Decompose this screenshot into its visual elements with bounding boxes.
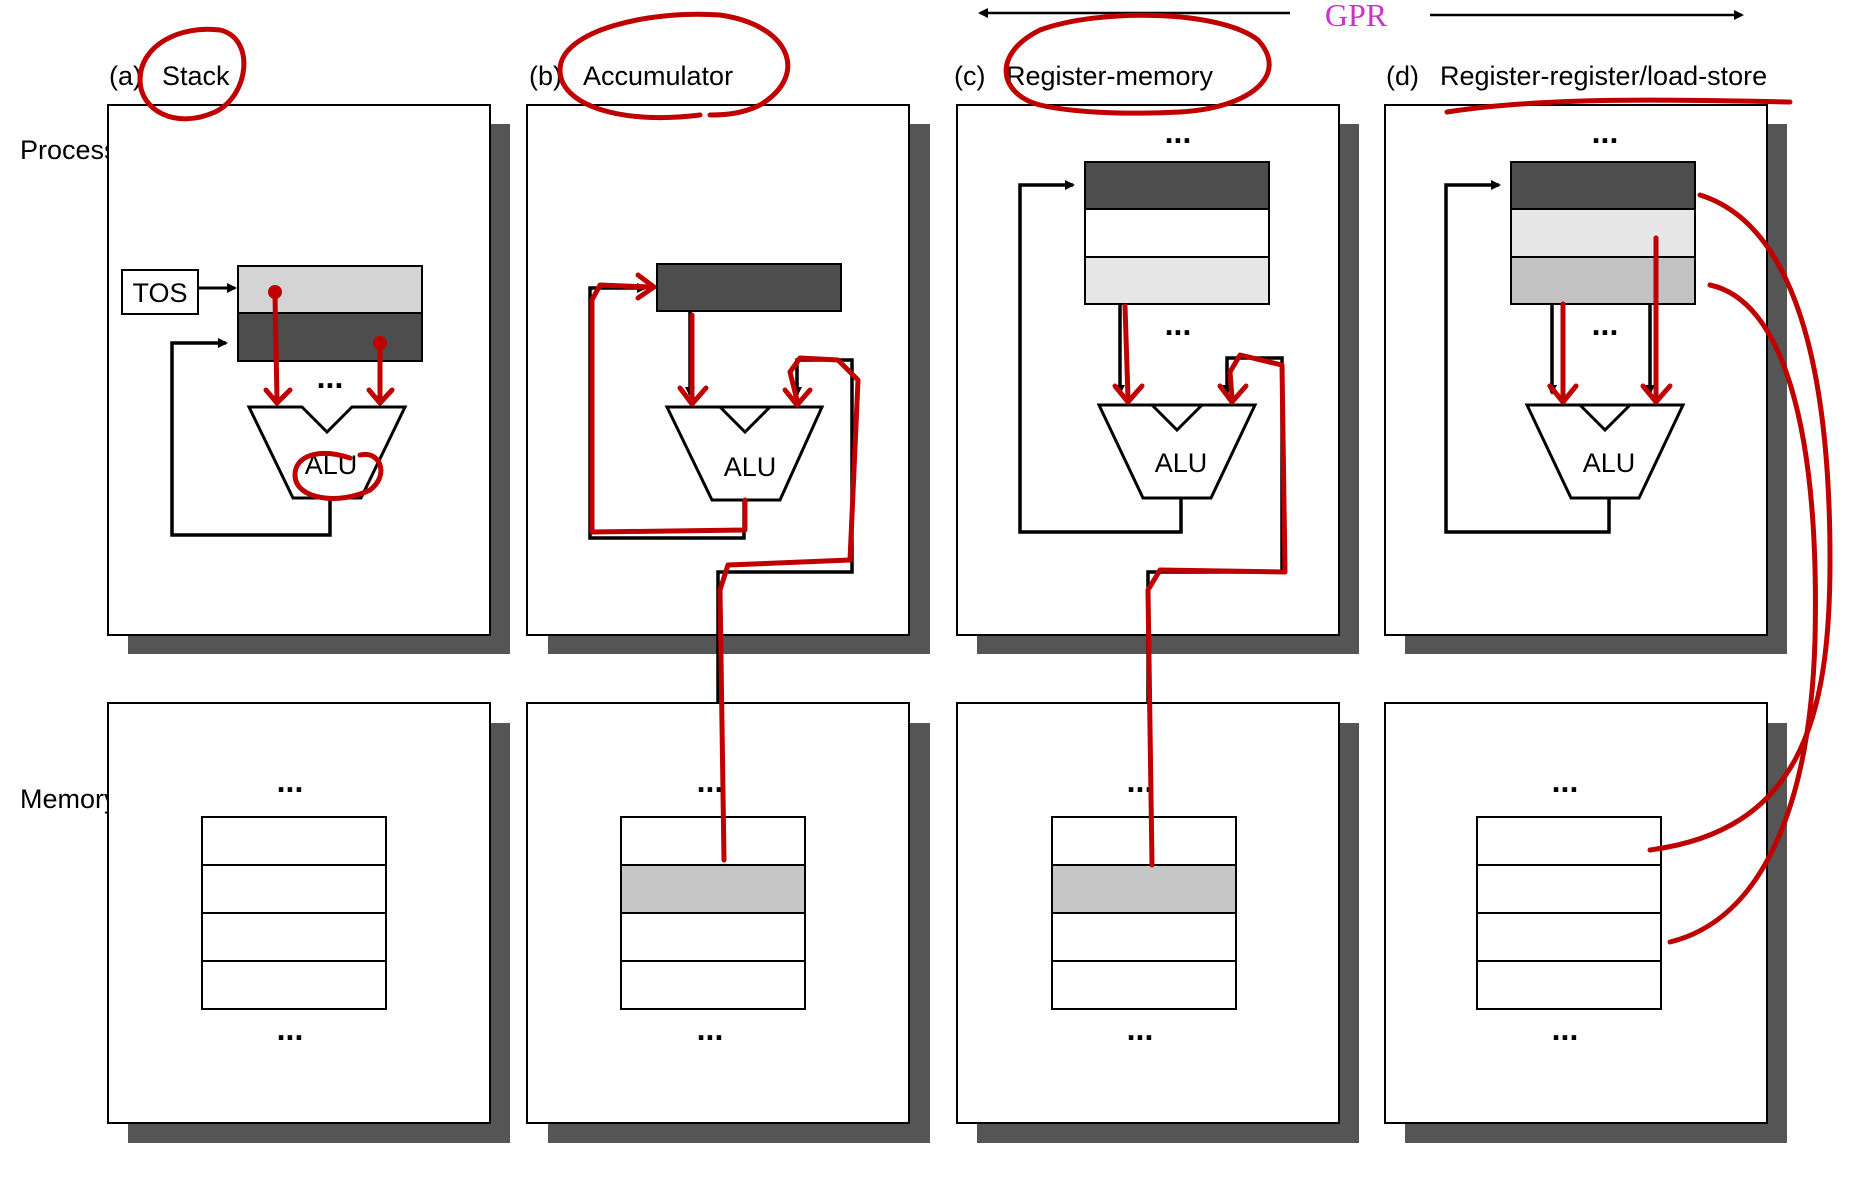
register-file-light bbox=[1510, 208, 1696, 258]
register-file-dark bbox=[1510, 161, 1696, 210]
alu-label: ALU bbox=[724, 452, 777, 482]
panel-accumulator: (b) Accumulator ALU ... ... bbox=[526, 61, 930, 1143]
accumulator-loop-trace bbox=[589, 272, 748, 535]
alu-result-wire bbox=[1444, 180, 1611, 534]
stack-dot bbox=[373, 336, 387, 350]
tos-label: TOS bbox=[132, 278, 187, 308]
load-store-title-underline bbox=[1444, 97, 1793, 115]
processor-box bbox=[107, 104, 491, 636]
memory-row-label: Memory bbox=[20, 784, 118, 814]
alu-label: ALU bbox=[1155, 448, 1208, 478]
alu-feedback-wire bbox=[170, 338, 332, 537]
memory-cell bbox=[1476, 816, 1662, 866]
stack-operand-arrow bbox=[366, 343, 395, 406]
ellipsis: ... bbox=[277, 763, 304, 799]
alu-label: ALU bbox=[1583, 448, 1636, 478]
memory-cell bbox=[620, 816, 806, 866]
memory-cell bbox=[1476, 960, 1662, 1010]
panel-title: Stack bbox=[162, 61, 230, 91]
ellipsis: ... bbox=[277, 1011, 304, 1047]
alu-label-circle bbox=[292, 451, 384, 501]
memory-cell bbox=[201, 864, 387, 914]
alu-shape bbox=[664, 405, 825, 502]
register-file-dark bbox=[1084, 161, 1270, 210]
panel-tag: (b) bbox=[529, 61, 562, 91]
memory-cell-operand bbox=[1051, 864, 1237, 914]
ellipsis: ... bbox=[1592, 114, 1619, 150]
accumulator-down-trace bbox=[677, 312, 709, 407]
regmem-down-trace bbox=[1112, 303, 1145, 405]
register-file-white bbox=[1084, 208, 1270, 258]
gpr-label: GPR bbox=[1325, 0, 1388, 33]
loadstore-down-trace bbox=[1640, 235, 1673, 405]
ellipsis: ... bbox=[1592, 306, 1619, 342]
panel-title: Register-register/load-store bbox=[1440, 61, 1767, 91]
alu-result-wire bbox=[1018, 180, 1183, 534]
ellipsis: ... bbox=[1127, 1011, 1154, 1047]
ellipsis: ... bbox=[317, 359, 344, 395]
panel-tag: (a) bbox=[109, 61, 142, 91]
store-arc bbox=[1647, 192, 1833, 853]
stack-second-register bbox=[237, 312, 423, 362]
stack-dot bbox=[268, 285, 282, 299]
memory-cell-operand bbox=[620, 864, 806, 914]
memory-cell bbox=[620, 960, 806, 1010]
ellipsis: ... bbox=[697, 1011, 724, 1047]
alu-shape bbox=[1096, 403, 1258, 500]
regmem-memory-trace bbox=[1145, 352, 1288, 868]
memory-cell bbox=[1476, 912, 1662, 962]
alu-notch-edge bbox=[1150, 403, 1204, 433]
register-file-light bbox=[1084, 256, 1270, 305]
panel-tag: (c) bbox=[954, 61, 985, 91]
panel-register-memory: (c) Register-memory ... ... ALU ... ... bbox=[954, 61, 1359, 1143]
stack-top-register bbox=[237, 265, 423, 314]
panel-tag: (d) bbox=[1386, 61, 1419, 91]
ellipsis: ... bbox=[1552, 1011, 1579, 1047]
ellipsis: ... bbox=[1552, 763, 1579, 799]
memory-cell bbox=[201, 960, 387, 1010]
alu-shape bbox=[1524, 403, 1686, 500]
memory-path-trace bbox=[717, 355, 861, 863]
panel-title: Accumulator bbox=[583, 61, 733, 91]
memory-cell bbox=[201, 816, 387, 866]
stack-title-circle bbox=[137, 26, 247, 122]
accumulator-title-circle bbox=[557, 11, 791, 120]
memory-cell bbox=[620, 912, 806, 962]
stack-operand-arrow bbox=[263, 292, 293, 406]
panel-stack: (a) Stack TOS ... ALU ... ... bbox=[107, 61, 510, 1143]
tos-label-box bbox=[121, 269, 199, 315]
memory-cell bbox=[1051, 816, 1237, 866]
load-arc bbox=[1667, 282, 1818, 945]
memory-cell bbox=[1051, 912, 1237, 962]
alu-notch-edge bbox=[300, 405, 354, 435]
alu-notch-edge bbox=[1578, 403, 1632, 433]
panel-title: Register-memory bbox=[1006, 61, 1214, 91]
red-annotations bbox=[137, 11, 1833, 945]
register-file-mid bbox=[1510, 256, 1696, 305]
ellipsis: ... bbox=[697, 763, 724, 799]
loadstore-down-trace bbox=[1547, 301, 1579, 405]
ellipsis: ... bbox=[1165, 306, 1192, 342]
register-memory-title-circle bbox=[1003, 12, 1272, 116]
alu-notch-edge bbox=[718, 405, 772, 435]
ellipsis: ... bbox=[1165, 114, 1192, 150]
alu-notch bbox=[302, 405, 352, 432]
panel-load-store: (d) Register-register/load-store ... ...… bbox=[1384, 61, 1787, 1143]
memory-cell bbox=[1051, 960, 1237, 1010]
memory-cell bbox=[201, 912, 387, 962]
memory-cell bbox=[1476, 864, 1662, 914]
accumulator-register bbox=[656, 263, 842, 312]
